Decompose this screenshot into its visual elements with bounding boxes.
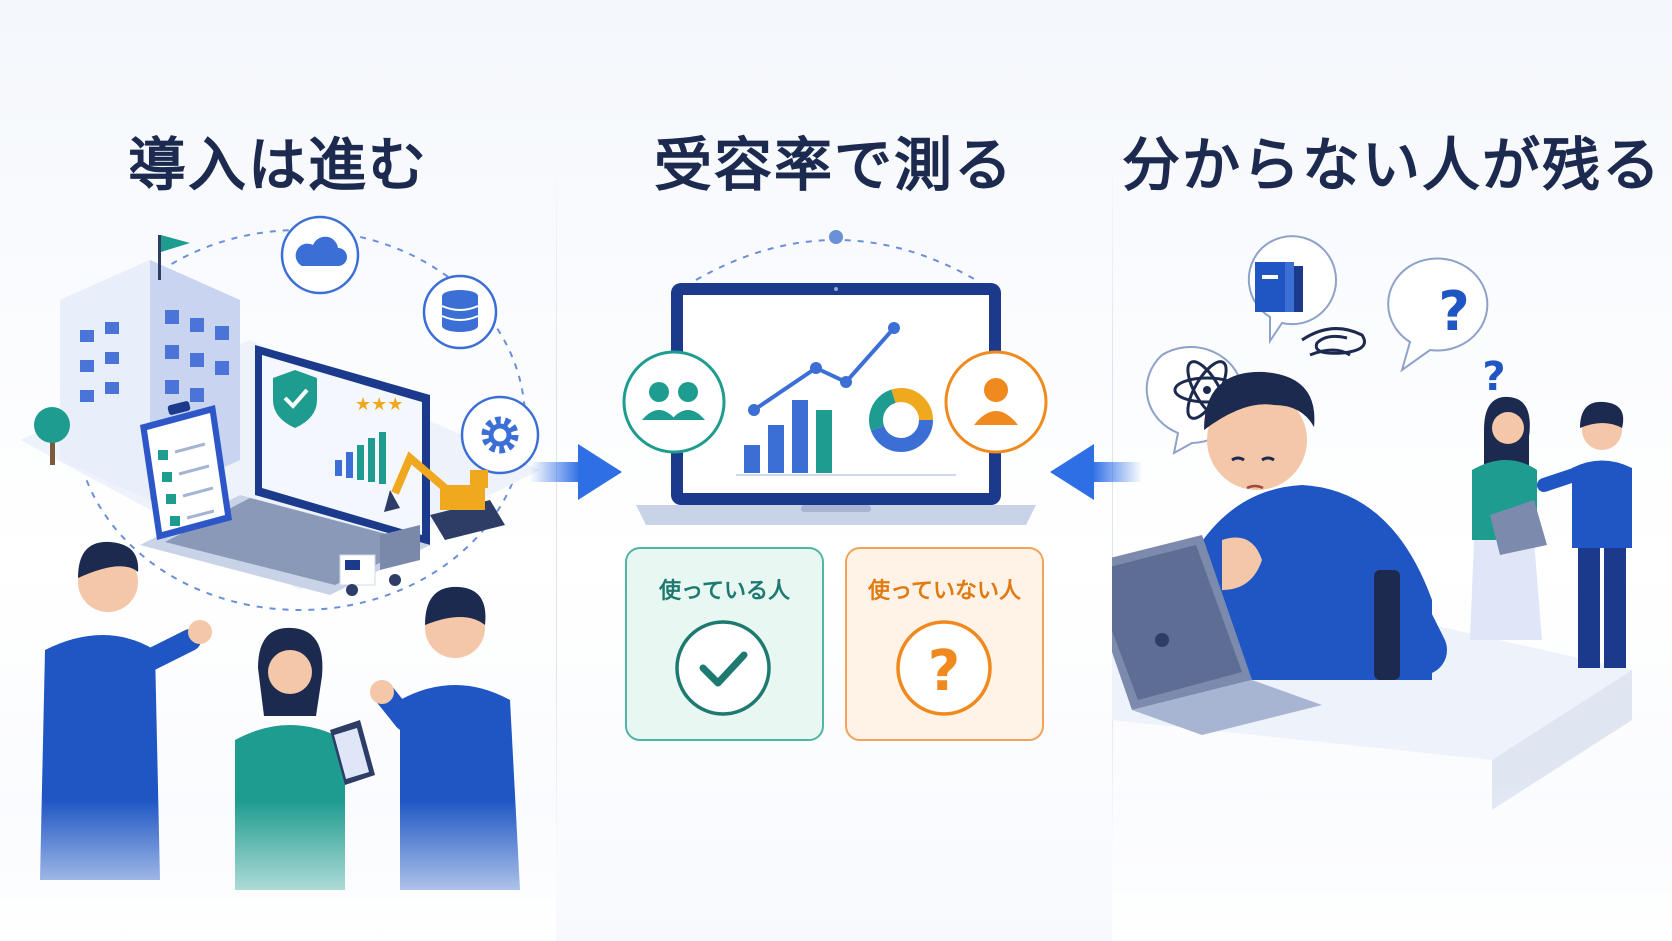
cloud-icon bbox=[280, 215, 360, 295]
confused-illustration: ? ? bbox=[1112, 235, 1672, 941]
divider-right bbox=[1112, 150, 1113, 880]
person-standing-man bbox=[1537, 401, 1632, 668]
arc-line bbox=[695, 239, 977, 281]
monitor-line-chart bbox=[748, 322, 900, 416]
panel-remaining: 分からない人が残る ? bbox=[1112, 0, 1672, 941]
svg-text:★★★: ★★★ bbox=[355, 394, 403, 415]
chair bbox=[1374, 570, 1400, 680]
panel-adoption: 導入は進む bbox=[0, 0, 556, 941]
rating-stars: ★★★ bbox=[355, 394, 403, 415]
clipboard-icon bbox=[140, 401, 232, 540]
shield-check-icon bbox=[273, 370, 317, 428]
laptop-icon bbox=[1112, 535, 1322, 735]
heading-acceptance: 受容率で測る bbox=[653, 131, 1014, 199]
acceptance-illustration: ? bbox=[622, 230, 1048, 741]
excavator-icon bbox=[384, 451, 505, 540]
heading-remaining: 分からない人が残る bbox=[1121, 131, 1662, 199]
heading-adoption: 導入は進む bbox=[127, 131, 428, 199]
arc-dot bbox=[829, 230, 843, 244]
panel-acceptance: 受容率で測る bbox=[556, 0, 1112, 941]
card-using bbox=[625, 547, 824, 741]
question-bubble-icon: ? bbox=[1387, 257, 1489, 373]
card-using-label: 使っている人 bbox=[659, 579, 790, 604]
user-icon bbox=[944, 350, 1048, 454]
monitor-bar-chart bbox=[736, 400, 956, 476]
tree-icon bbox=[34, 407, 70, 465]
gear-icon bbox=[460, 395, 540, 475]
monitor-donut-chart bbox=[869, 388, 933, 452]
group-icon bbox=[622, 350, 726, 454]
svg-text:?: ? bbox=[928, 639, 960, 704]
truck-icon bbox=[339, 525, 420, 596]
database-icon bbox=[422, 274, 498, 350]
divider-left bbox=[556, 150, 557, 880]
small-question-icon: ? bbox=[1482, 354, 1505, 400]
card-not-using-label: 使っていない人 bbox=[868, 579, 1021, 604]
svg-text:?: ? bbox=[1438, 280, 1469, 343]
laptop-bar-chart bbox=[335, 432, 386, 484]
person-woman bbox=[1470, 396, 1547, 640]
svg-text:?: ? bbox=[1482, 354, 1505, 400]
book-icon bbox=[1247, 235, 1337, 345]
card-not-using: ? bbox=[845, 547, 1044, 741]
monitor-icon bbox=[636, 283, 1036, 525]
adoption-illustration: ★★★ bbox=[0, 215, 556, 941]
dizzy-icon bbox=[1301, 327, 1366, 357]
